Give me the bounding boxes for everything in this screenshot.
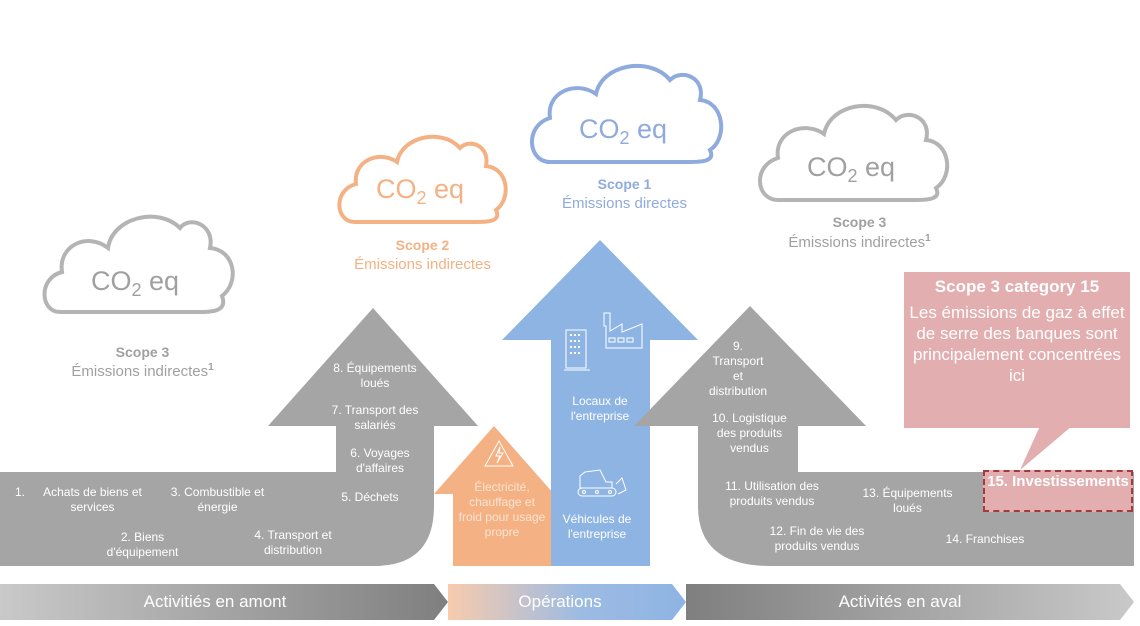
eq-text: eq: [426, 174, 465, 204]
eq-text: eq: [629, 114, 668, 144]
scope1-arrow: [502, 240, 698, 566]
co2-text: CO: [90, 266, 132, 296]
footnote-marker: 1: [208, 362, 214, 373]
cloud-co2-scope3-right: CO2 eq: [776, 152, 926, 187]
cloud-scope3-right: [758, 104, 950, 202]
upstream-item-5: 5. Déchets: [341, 490, 399, 504]
co2-subscript: 2: [416, 188, 427, 208]
scope2-subtitle: Émissions indirectes: [320, 256, 525, 273]
callout-title: Scope 3 category 15: [934, 277, 1100, 296]
co2-text: CO: [578, 114, 620, 144]
subtitle-text: Émissions indirectes: [354, 256, 491, 273]
scope3-left-title: Scope 3: [115, 344, 170, 360]
downstream-item-10: 10. Logistique des produits vendus: [712, 411, 787, 455]
operations-band: [448, 584, 686, 620]
subtitle-text: Émissions indirectes: [71, 363, 209, 380]
upstream-band: [0, 584, 448, 620]
downstream-item-9: 9. Transport et distribution: [708, 339, 768, 398]
cloud-co2-scope3-left: CO2 eq: [60, 266, 210, 301]
scope3-right-title: Scope 3: [832, 214, 887, 230]
electricity-warning-icon: [484, 439, 514, 467]
co2-text: CO: [806, 152, 848, 182]
co2-subscript: 2: [131, 280, 142, 300]
downstream-item-14: 14. Franchises: [945, 532, 1025, 546]
upstream-band-label: Activitiés en amont: [143, 592, 287, 611]
co2-subscript: 2: [847, 166, 858, 186]
upstream-shape: [0, 308, 478, 566]
upstream-item-3: 3. Combustible et énergie: [170, 485, 265, 514]
subtitle-text: Émissions directes: [561, 195, 688, 212]
upstream-item-7: 7. Transport des salariés: [331, 403, 419, 432]
downstream-item-11: 11. Utilisation des produits vendus: [725, 479, 819, 508]
upstream-item-6: 6. Voyages d'affaires: [350, 446, 410, 475]
eq-text: eq: [141, 266, 180, 296]
office-building-icon: [564, 329, 590, 371]
subtitle-text: Émissions indirectes: [788, 234, 926, 251]
scope1-subtitle: Émissions directes: [522, 195, 727, 212]
upstream-item-1-number: 1.: [14, 485, 25, 499]
downstream-item-12: 12. Fin de vie des produits vendus: [769, 524, 865, 553]
scope3-left-subtitle: Émissions indirectes1: [40, 362, 245, 380]
downstream-item-13: 13. Équipements loués: [862, 486, 953, 515]
cloud-scope3-left: [42, 214, 235, 314]
bulldozer-icon: [577, 469, 627, 497]
cloud-co2-scope2: CO2 eq: [345, 174, 495, 209]
cloud-scope2: [337, 134, 508, 224]
callout-body: Les émissions de gaz à effet de serre de…: [909, 303, 1125, 385]
upstream-item-2: 2. Biens d'équipement: [106, 530, 179, 559]
callout-pointer: [1020, 426, 1072, 470]
co2-subscript: 2: [619, 128, 630, 148]
co2-text: CO: [375, 174, 417, 204]
upstream-item-8: 8. Équipements loués: [333, 361, 417, 390]
cloud-scope1: [530, 64, 724, 164]
downstream-band-label: Activités en aval: [838, 592, 962, 611]
upstream-item-1: Achats de biens et services: [43, 485, 142, 514]
footnote-marker: 1: [925, 233, 931, 244]
operations-band-label: Opérations: [518, 592, 602, 611]
eq-text: eq: [857, 152, 896, 182]
category-15-callout: Scope 3 category 15 Les émissions de gaz…: [904, 272, 1130, 428]
scope1-premises-label: Locaux de l'entreprise: [570, 394, 630, 423]
scope2-arrow: [434, 426, 554, 566]
scope2-electricity-label: Électricité, chauffage et froid pour usa…: [458, 480, 546, 539]
downstream-band: [686, 584, 1134, 620]
cloud-co2-scope1: CO2 eq: [548, 114, 698, 149]
scope3-right-subtitle: Émissions indirectes1: [757, 233, 962, 251]
scope1-vehicles-label: Véhicules de l'entreprise: [562, 512, 632, 541]
scope1-title: Scope 1: [597, 176, 652, 192]
scope2-title: Scope 2: [395, 237, 450, 253]
investments-highlight-box: 15. Investissements: [983, 470, 1133, 512]
upstream-item-4: 4. Transport et distribution: [254, 528, 332, 557]
factory-icon: [603, 312, 643, 349]
